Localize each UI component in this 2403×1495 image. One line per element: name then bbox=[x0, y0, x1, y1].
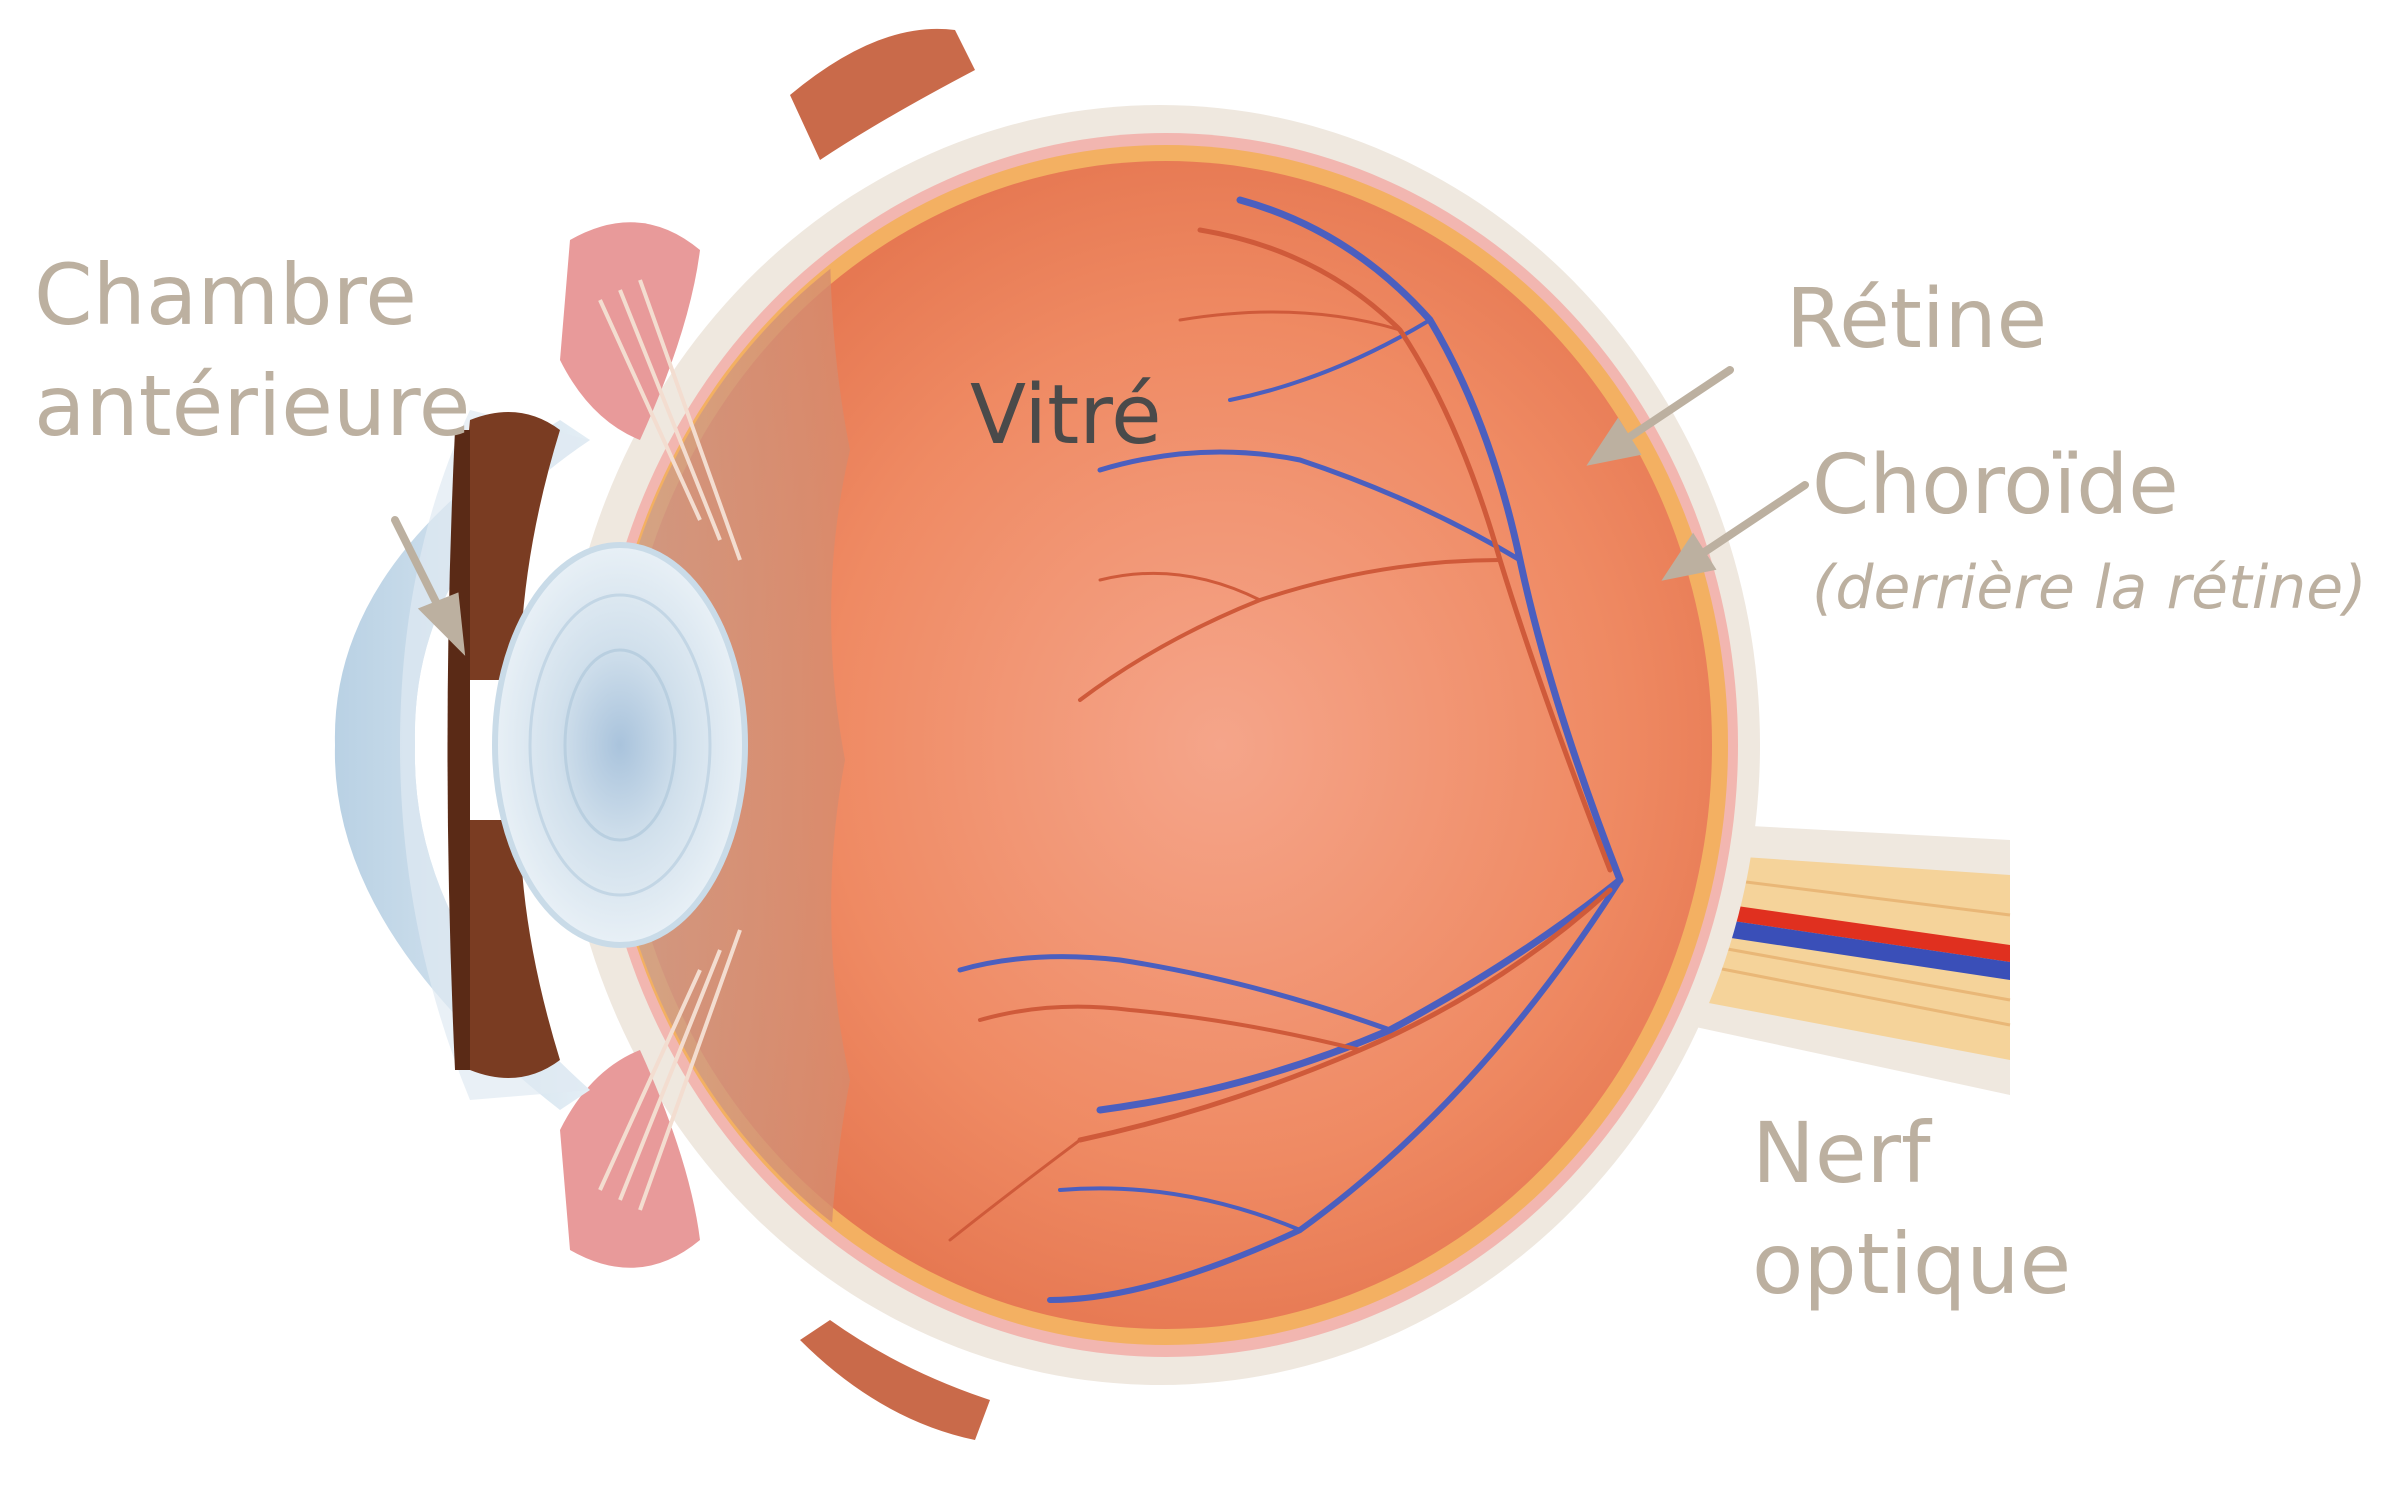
upper-muscle bbox=[790, 29, 975, 160]
label-anterior-chamber: Chambre antérieure bbox=[34, 240, 471, 462]
label-choroid-note: (derrière la rétine) bbox=[1812, 548, 2367, 628]
label-optic-nerve: Nerf optique bbox=[1752, 1098, 2071, 1320]
lens bbox=[495, 545, 745, 945]
label-vitreous: Vitré bbox=[970, 366, 1162, 466]
label-retina: Rétine bbox=[1786, 270, 2047, 370]
label-choroid: Choroïde bbox=[1812, 436, 2179, 536]
